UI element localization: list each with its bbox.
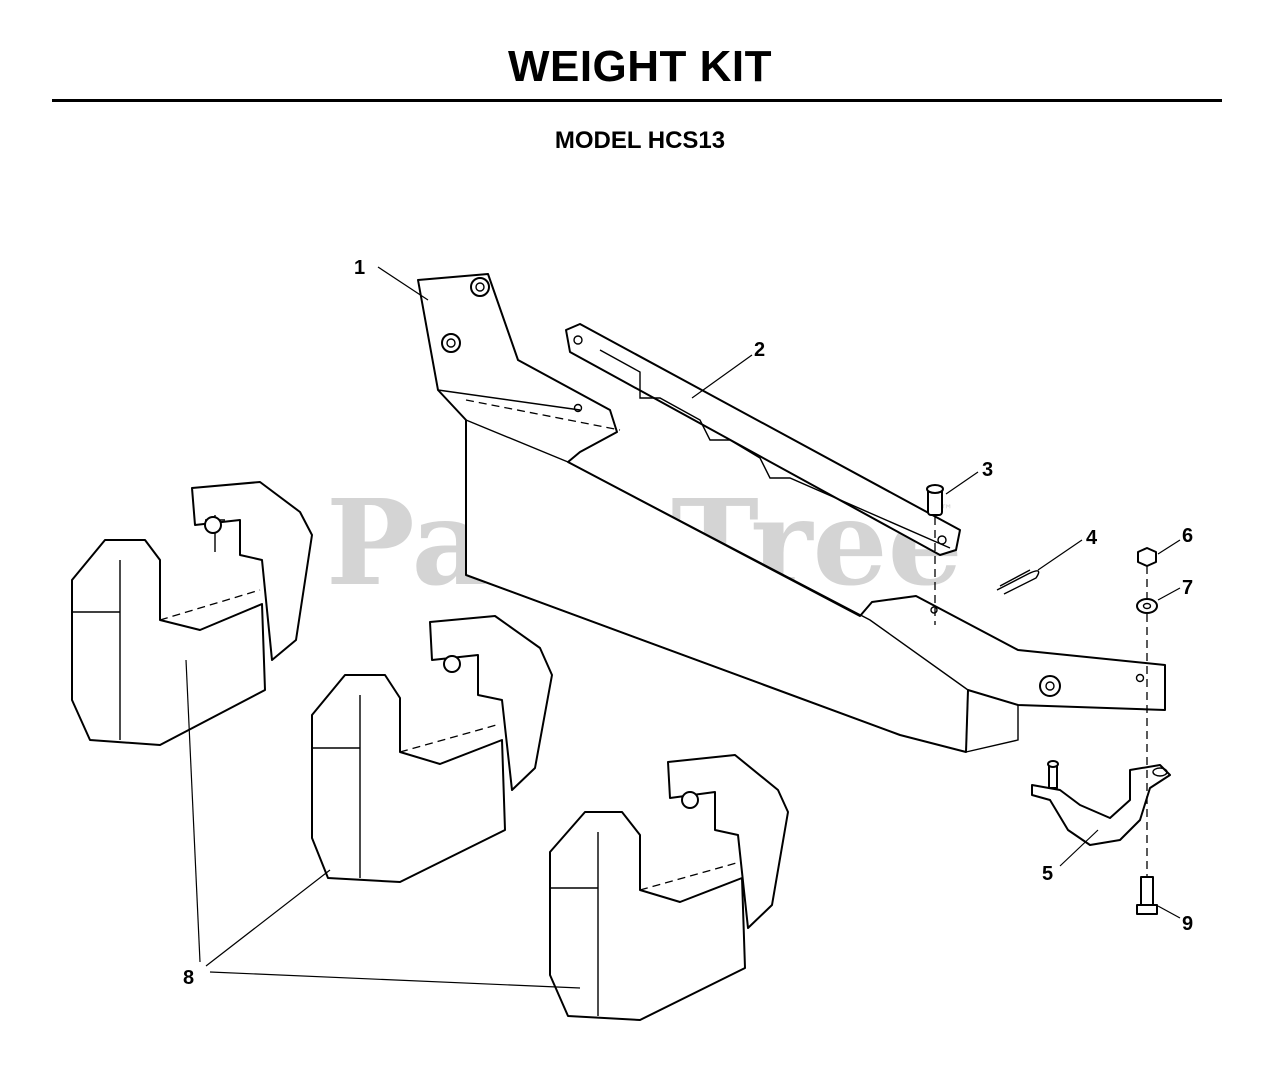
callout-3: 3 bbox=[982, 459, 993, 481]
callout-4: 4 bbox=[1086, 527, 1098, 549]
callout-9: 9 bbox=[1182, 913, 1193, 935]
part-4-hair-pin bbox=[996, 569, 1040, 595]
callout-7: 7 bbox=[1182, 577, 1193, 599]
callout-2: 2 bbox=[754, 339, 765, 361]
part-1-weight-bracket bbox=[417, 273, 1166, 753]
model-subtitle: MODEL HCS13 bbox=[554, 127, 726, 154]
part-7-washer bbox=[1136, 598, 1158, 614]
part-2-slotted-bar bbox=[565, 323, 961, 556]
bracket-nut-middle bbox=[441, 333, 461, 353]
callout-5: 5 bbox=[1042, 863, 1053, 885]
leader-6 bbox=[1157, 539, 1181, 555]
title-rule bbox=[52, 99, 1222, 102]
part-6-nut bbox=[1137, 547, 1157, 567]
leader-8-middle bbox=[205, 869, 331, 967]
leader-9 bbox=[1157, 905, 1181, 919]
part-5-mount-bracket bbox=[1031, 760, 1171, 846]
leader-5 bbox=[1059, 829, 1099, 867]
callout-8: 8 bbox=[183, 967, 194, 989]
leader-8-left bbox=[185, 659, 201, 963]
bracket-nut-top bbox=[470, 277, 490, 297]
leader-1 bbox=[377, 266, 429, 301]
leader-2 bbox=[691, 354, 753, 399]
trademark-symbol: ™ bbox=[940, 503, 953, 518]
part-8-weight-right bbox=[549, 754, 789, 1021]
leader-3 bbox=[945, 471, 979, 495]
callout-6: 6 bbox=[1182, 525, 1193, 547]
part-8-weight-middle bbox=[311, 615, 553, 883]
page-title: WEIGHT KIT bbox=[507, 42, 773, 91]
part-8-weight-left bbox=[71, 481, 313, 746]
callout-1: 1 bbox=[354, 257, 365, 279]
leader-7 bbox=[1157, 587, 1181, 601]
bracket-nut-right bbox=[1039, 675, 1061, 697]
part-9-bolt bbox=[1136, 876, 1158, 915]
leader-4 bbox=[1037, 539, 1083, 571]
assembly-line-bracket bbox=[465, 399, 621, 431]
leader-8-right bbox=[209, 971, 581, 989]
part-3-clevis-pin bbox=[926, 484, 944, 516]
